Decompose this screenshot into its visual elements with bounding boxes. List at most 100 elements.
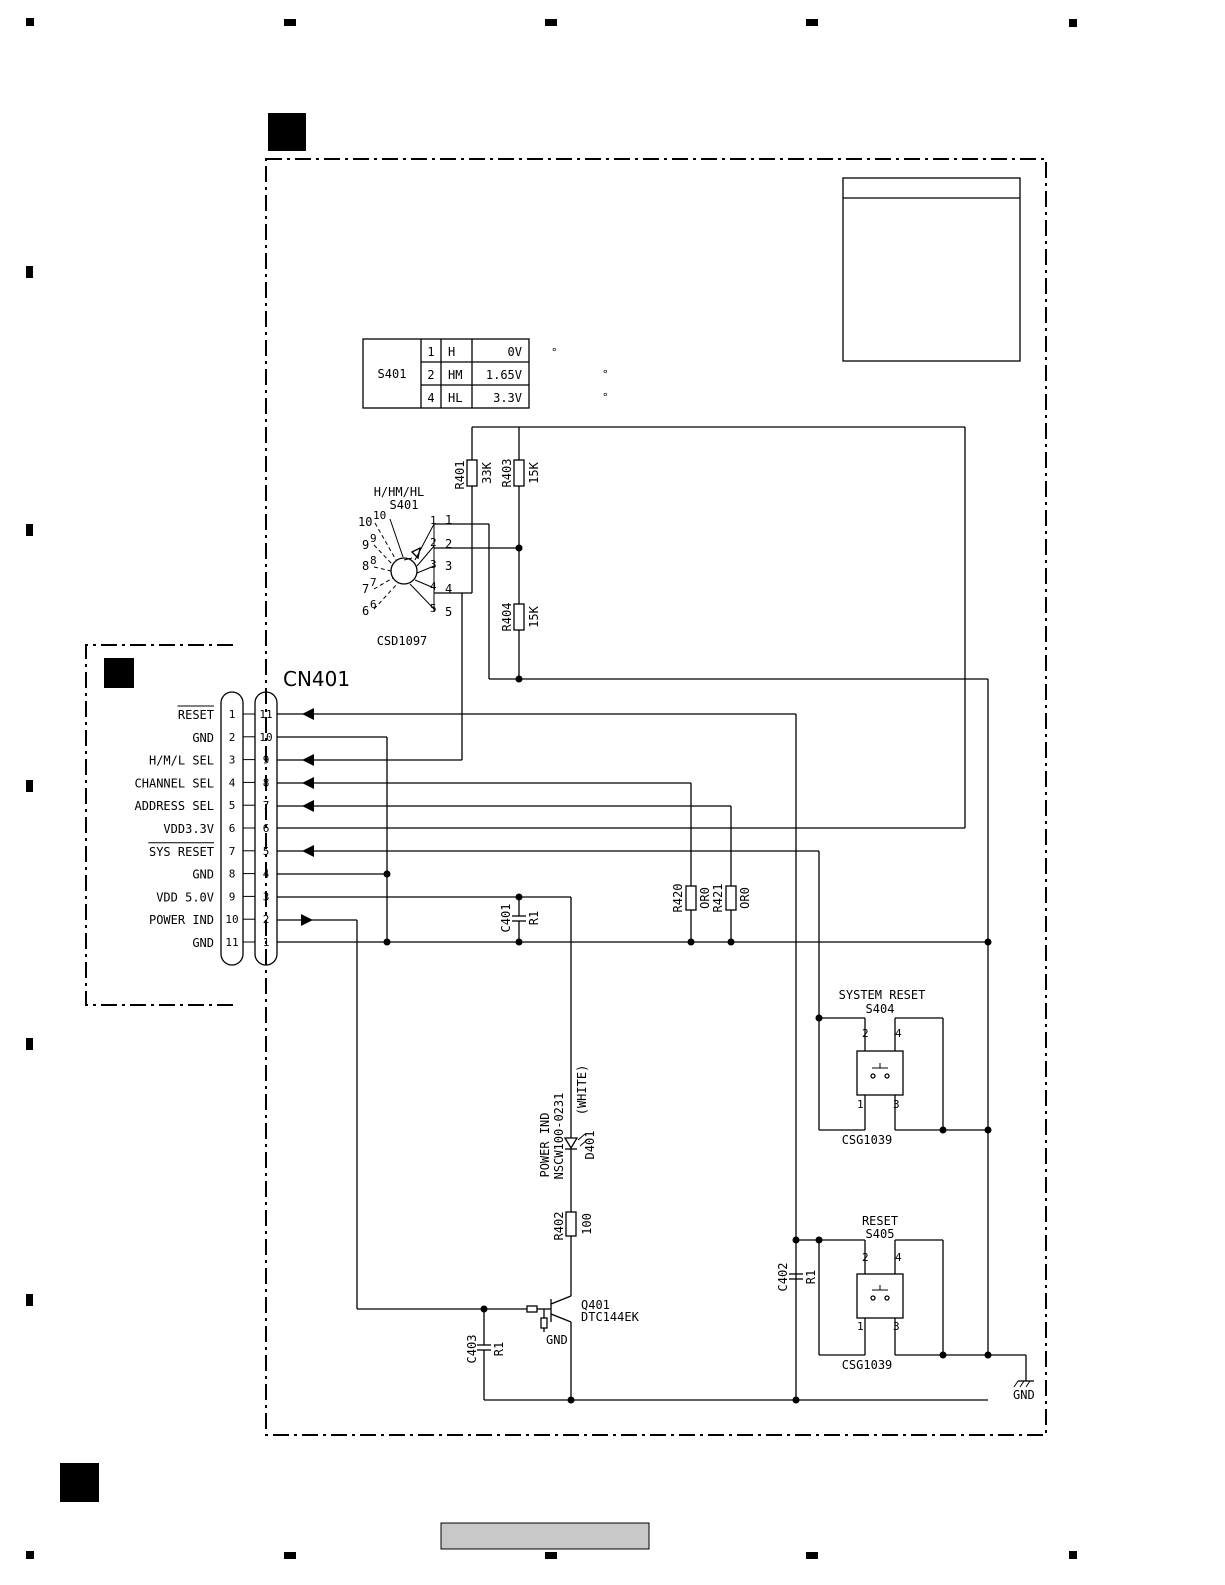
- connector-signal-label: RESET: [178, 708, 214, 722]
- capacitor-c403: C403 R1: [465, 1309, 506, 1400]
- rotary-inner-right-3: 3: [430, 558, 437, 571]
- rotary-right-pin-1: 1: [445, 513, 452, 527]
- connector-left-pin-number: 2: [229, 731, 236, 744]
- connector-board-outline: [85, 644, 233, 1006]
- rotary-inner-right-2: 2: [430, 536, 437, 549]
- c402-value: R1: [804, 1270, 818, 1284]
- r401-ref: R401: [453, 461, 467, 490]
- rotary-inner-right-1: 1: [430, 514, 437, 527]
- s404-title: SYSTEM RESET: [839, 988, 926, 1002]
- table-volt-1: 0V: [508, 345, 522, 359]
- footer-box: [440, 1522, 650, 1550]
- led-color: (WHITE): [575, 1065, 589, 1116]
- switch-table-name: S401: [378, 367, 407, 381]
- rotary-left-pin-8: 8: [362, 559, 369, 573]
- rotary-right-pin-2: 2: [445, 537, 452, 551]
- table-mode-1: H: [448, 345, 455, 359]
- table-mark-3: °: [602, 391, 609, 404]
- connector-left-pin-number: 11: [225, 936, 238, 949]
- rotary-inner-left-9: 9: [370, 532, 377, 545]
- connector-signal-label: GND: [192, 936, 214, 950]
- table-volt-3: 3.3V: [493, 391, 522, 405]
- r402-ref: R402: [552, 1212, 566, 1241]
- reset-switch-s405: RESET S405 2 4 1 3 CSG1039: [815, 1214, 992, 1372]
- rotary-right-pin-3: 3: [445, 559, 452, 573]
- connector-right-pin-number: 8: [263, 776, 270, 789]
- led-ref: D401: [583, 1131, 597, 1160]
- capacitor-c402: C402 R1: [776, 1236, 819, 1292]
- connector-left-pin-number: 8: [229, 868, 236, 881]
- connector-signal-label: VDD 5.0V: [156, 890, 214, 904]
- rotary-left-pin-9: 9: [362, 538, 369, 552]
- ground-label: GND: [1013, 1388, 1035, 1402]
- s404-part: CSG1039: [842, 1133, 893, 1147]
- registration-marks: [26, 18, 1077, 1559]
- rotary-part: CSD1097: [377, 634, 428, 648]
- connector-left-pin-number: 10: [225, 913, 238, 926]
- capacitor-c401: C401 R1: [499, 897, 541, 942]
- rotary-inner-left-8: 8: [370, 554, 377, 567]
- c401-ref: C401: [499, 904, 513, 933]
- rotary-left-pin-7: 7: [362, 582, 369, 596]
- s405-title: RESET: [862, 1214, 898, 1228]
- connector-right-pin-number: 1: [263, 936, 270, 949]
- table-mode-3: HL: [448, 391, 462, 405]
- connector-name: CN401: [283, 667, 350, 691]
- transistor-q401: Q401 DTC144EK GND: [480, 1295, 640, 1400]
- connector-left-pin-number: 9: [229, 890, 236, 903]
- rotary-switch-s401: H/HM/HL S401 10 9 8 7 6 10 9 8 7 6 1 2 3…: [358, 485, 519, 760]
- rotary-left-pin-10: 10: [358, 515, 372, 529]
- r421-value: OR0: [738, 887, 752, 909]
- connector-signal-label: CHANNEL SEL: [135, 776, 214, 790]
- r402-value: 100: [580, 1213, 594, 1235]
- rotary-right-pin-5: 5: [445, 605, 452, 619]
- table-pos-1: 1: [427, 345, 434, 359]
- s404-ref: S404: [866, 1002, 895, 1016]
- connector-signal-label: GND: [192, 868, 214, 882]
- bottom-ground-rail: GND: [484, 1354, 1035, 1404]
- main-board-outline: [265, 158, 1047, 1436]
- block-marker-connector: [104, 658, 134, 688]
- s404-pin-3: 3: [893, 1098, 900, 1111]
- r404-body: [513, 603, 525, 631]
- rotary-right-pin-4: 4: [445, 582, 452, 596]
- connector-left-pin-number: 3: [229, 754, 236, 767]
- r420-value: OR0: [698, 887, 712, 909]
- table-pos-2: 2: [427, 368, 434, 382]
- switch-table: S401 1 2 4 H HM HL 0V 1.65V 3.3V ° ° °: [362, 338, 609, 409]
- block-marker-footer: [60, 1463, 99, 1502]
- c401-value: R1: [527, 911, 541, 925]
- connector-right-pin-number: 11: [259, 708, 272, 721]
- s405-part: CSG1039: [842, 1358, 893, 1372]
- table-volt-2: 1.65V: [486, 368, 522, 382]
- r401-body: [466, 459, 478, 487]
- r420-ref: R420: [671, 884, 685, 913]
- s404-pin-2: 2: [862, 1027, 869, 1040]
- r404-value: 15K: [527, 605, 541, 627]
- q401-gnd: GND: [546, 1333, 568, 1347]
- connector-left-pin-number: 7: [229, 845, 236, 858]
- connector-right-pin-number: 3: [263, 890, 270, 903]
- rotary-title: H/HM/HL: [374, 485, 425, 499]
- table-mark-2: °: [602, 368, 609, 381]
- rotary-inner-left-6: 6: [370, 598, 377, 611]
- connector-right-pin-number: 4: [263, 868, 270, 881]
- connector-left-pin-number: 6: [229, 822, 236, 835]
- c403-value: R1: [492, 1342, 506, 1356]
- c402-ref: C402: [776, 1263, 790, 1292]
- table-mode-2: HM: [448, 368, 462, 382]
- connector-signal-label: POWER IND: [149, 913, 214, 927]
- connector-right-pin-number: 10: [259, 731, 272, 744]
- led-name: POWER IND: [538, 1112, 552, 1177]
- connector-left-pin-number: 4: [229, 776, 236, 789]
- s405-pin-3: 3: [893, 1320, 900, 1333]
- rotary-inner-right-4: 4: [430, 580, 437, 593]
- r403-value: 15K: [527, 461, 541, 483]
- r404-ref: R404: [500, 603, 514, 632]
- connector-signal-label: GND: [192, 731, 214, 745]
- connector-right-pin-number: 9: [263, 754, 270, 767]
- divider-network: R401 33K R403 15K R404 15K: [453, 426, 989, 1355]
- r403-body: [513, 459, 525, 487]
- connector-left-pin-number: 5: [229, 799, 236, 812]
